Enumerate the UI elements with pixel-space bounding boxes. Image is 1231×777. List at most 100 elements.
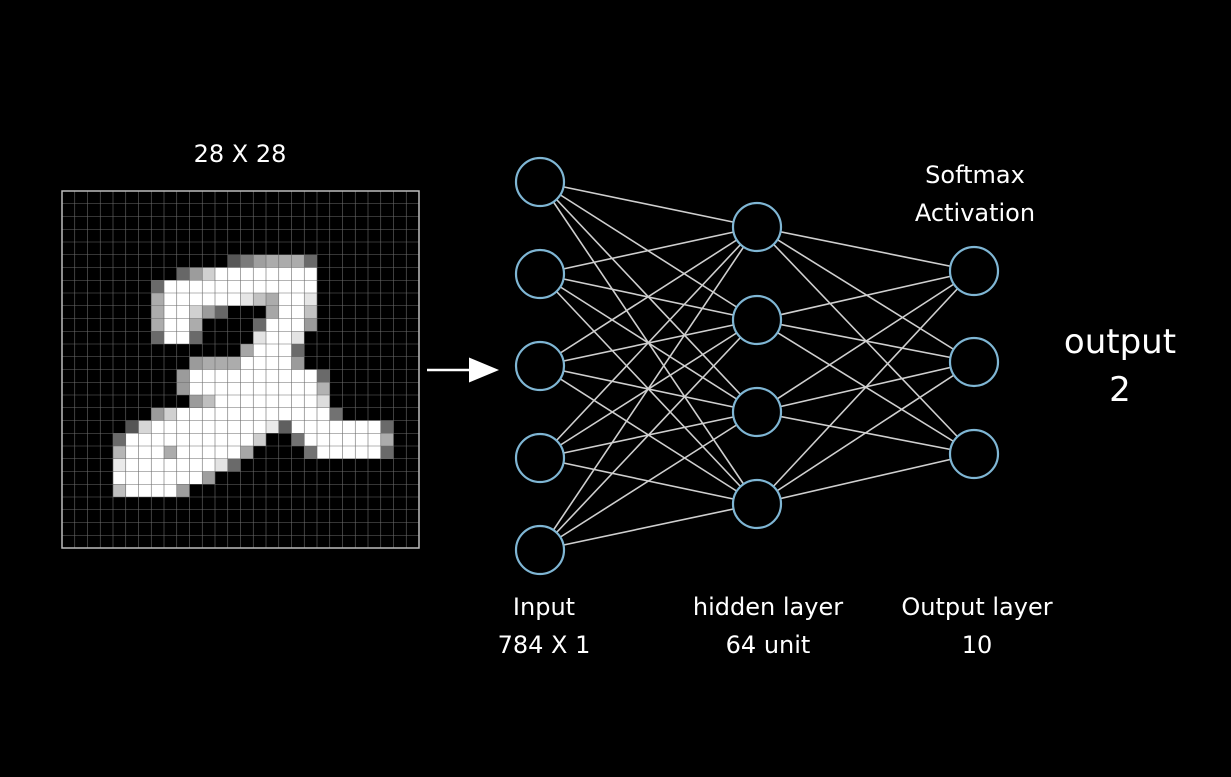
digit-pixel — [176, 331, 190, 344]
digit-pixel — [291, 267, 305, 281]
digit-pixel — [240, 267, 254, 281]
digit-pixel — [202, 420, 215, 434]
digit-pixel — [304, 395, 317, 408]
digit-pixel — [266, 318, 279, 332]
digit-pixel — [278, 369, 292, 383]
digit-pixel — [202, 433, 215, 446]
digit-pixel — [113, 471, 126, 485]
digit-pixel — [189, 395, 203, 408]
digit-pixel — [151, 293, 164, 306]
connection-edge — [539, 411, 758, 551]
connection-edge — [756, 453, 975, 505]
hidden-layer-size: 64 unit — [725, 631, 811, 659]
connections — [539, 181, 975, 551]
digit-pixel — [278, 331, 292, 344]
digit-pixel — [151, 318, 164, 332]
activation-label: Softmax Activation — [890, 156, 1060, 232]
digit-pixel — [227, 382, 241, 395]
digit-pixel — [151, 331, 164, 344]
digit-pixel — [176, 318, 190, 332]
connection-edge — [539, 503, 758, 551]
digit-pixel — [266, 331, 279, 344]
digit-pixel — [202, 369, 215, 383]
digit-pixel — [215, 382, 228, 395]
digit-pixel — [202, 458, 215, 472]
digit-pixel — [202, 356, 215, 370]
digit-pixel — [176, 446, 190, 459]
digit-pixel — [227, 420, 241, 434]
digit-pixel — [368, 446, 381, 459]
digit-pixel — [266, 280, 279, 293]
digit-pixel — [266, 293, 279, 306]
connection-edge — [539, 226, 758, 459]
digit-pixel — [125, 420, 139, 434]
digit-pixel — [176, 305, 190, 319]
digit-pixel — [202, 280, 215, 293]
connection-edge — [539, 181, 758, 228]
digit-pixel — [176, 433, 190, 446]
output-neuron — [948, 245, 1000, 297]
digit-pixel — [202, 446, 215, 459]
digit-pixel — [317, 407, 330, 421]
digit-pixel — [266, 267, 279, 281]
digit-pixel — [291, 433, 305, 446]
digit-pixel — [189, 331, 203, 344]
digit-pixel — [113, 433, 126, 446]
digit-pixel — [240, 382, 254, 395]
digit-pixel — [278, 318, 292, 332]
digit-pixel — [253, 267, 266, 281]
digit-pixel — [189, 318, 203, 332]
digit-pixel — [240, 433, 254, 446]
digit-pixel — [253, 395, 266, 408]
digit-pixel — [215, 369, 228, 383]
digit-pixel — [113, 484, 126, 497]
digit-pixel — [113, 458, 126, 472]
digit-pixel — [253, 280, 266, 293]
digit-pixel — [304, 305, 317, 319]
digit-pixel — [138, 446, 152, 459]
digit-pixel — [164, 280, 177, 293]
digit-pixel — [202, 293, 215, 306]
output-layer-name: Output layer — [901, 593, 1053, 621]
digit-pixel — [253, 318, 266, 332]
digit-pixel — [266, 356, 279, 370]
connection-edge — [539, 226, 758, 367]
digit-pixel — [291, 344, 305, 357]
digit-pixel — [278, 407, 292, 421]
digit-pixel — [291, 331, 305, 344]
digit-pixel — [215, 446, 228, 459]
connection-edge — [756, 226, 975, 363]
digit-pixel — [304, 446, 317, 459]
digit-pixel — [278, 420, 292, 434]
digit-pixel — [253, 433, 266, 446]
digit-pixel — [202, 382, 215, 395]
digit-pixel — [253, 344, 266, 357]
output-label: output — [1063, 322, 1177, 362]
digit-pixel — [227, 395, 241, 408]
digit-pixel — [266, 407, 279, 421]
digit-pixel — [227, 407, 241, 421]
digit-pixel — [189, 420, 203, 434]
digit-pixel — [278, 267, 292, 281]
digit-pixel — [151, 305, 164, 319]
digit-pixel — [278, 280, 292, 293]
digit-pixel — [355, 433, 368, 446]
digit-pixel — [329, 407, 343, 421]
hidden-neuron — [731, 386, 783, 438]
digit-pixel — [380, 446, 394, 459]
output-neuron — [948, 428, 1000, 480]
digit-pixel — [317, 446, 330, 459]
digit-pixel — [202, 471, 215, 485]
digit-pixel — [304, 420, 317, 434]
digit-pixel — [215, 407, 228, 421]
digit-pixel — [291, 254, 305, 268]
digit-pixel — [266, 369, 279, 383]
hidden-neuron — [731, 294, 783, 346]
digit-pixel — [164, 484, 177, 497]
digit-pixel — [304, 280, 317, 293]
digit-pixel — [164, 407, 177, 421]
digit-pixel — [215, 305, 228, 319]
activation-label-line2: Activation — [914, 199, 1036, 227]
digit-pixel — [164, 331, 177, 344]
